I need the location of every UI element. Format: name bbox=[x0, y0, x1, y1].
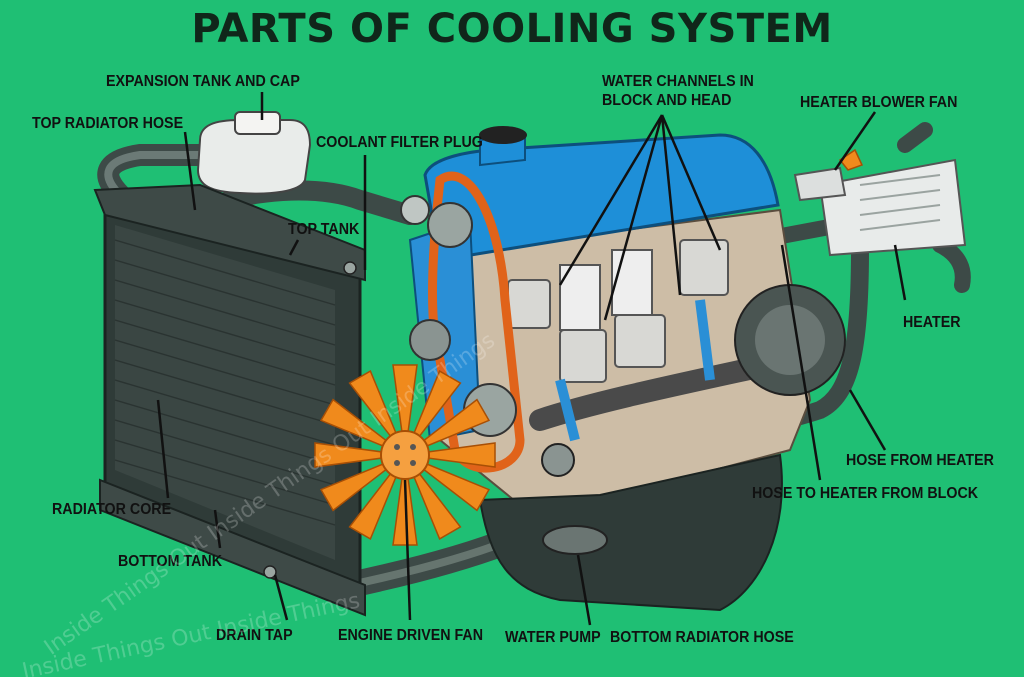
diagram-title: PARTS OF COOLING SYSTEM bbox=[191, 6, 833, 52]
leader-lines bbox=[156, 92, 907, 626]
expansion-tank bbox=[196, 111, 312, 195]
label-top-tank: TOP TANK bbox=[288, 221, 360, 238]
label-bottom-tank: BOTTOM TANK bbox=[118, 553, 223, 570]
pistons bbox=[507, 239, 729, 383]
label-water-pump: WATER PUMP bbox=[505, 629, 601, 646]
label-water-channels: WATER CHANNELS IN BLOCK AND HEAD bbox=[602, 73, 754, 109]
label-hose-to-heater: HOSE TO HEATER FROM BLOCK bbox=[752, 485, 979, 502]
label-bottom-radiator-hose: BOTTOM RADIATOR HOSE bbox=[610, 629, 794, 646]
label-engine-driven-fan: ENGINE DRIVEN FAN bbox=[338, 627, 484, 644]
radiator bbox=[93, 183, 366, 617]
label-expansion-tank: EXPANSION TANK AND CAP bbox=[106, 73, 300, 90]
label-heater-blower-fan: HEATER BLOWER FAN bbox=[800, 94, 958, 111]
label-hose-from-heater: HOSE FROM HEATER bbox=[846, 452, 994, 469]
label-coolant-filter-plug: COOLANT FILTER PLUG bbox=[316, 134, 483, 151]
label-top-radiator-hose: TOP RADIATOR HOSE bbox=[32, 115, 184, 132]
engine-driven-fan bbox=[314, 364, 496, 546]
label-radiator-core: RADIATOR CORE bbox=[52, 501, 172, 518]
heater-unit bbox=[793, 148, 967, 257]
label-drain-tap: DRAIN TAP bbox=[216, 627, 293, 644]
label-heater: HEATER bbox=[903, 314, 961, 331]
